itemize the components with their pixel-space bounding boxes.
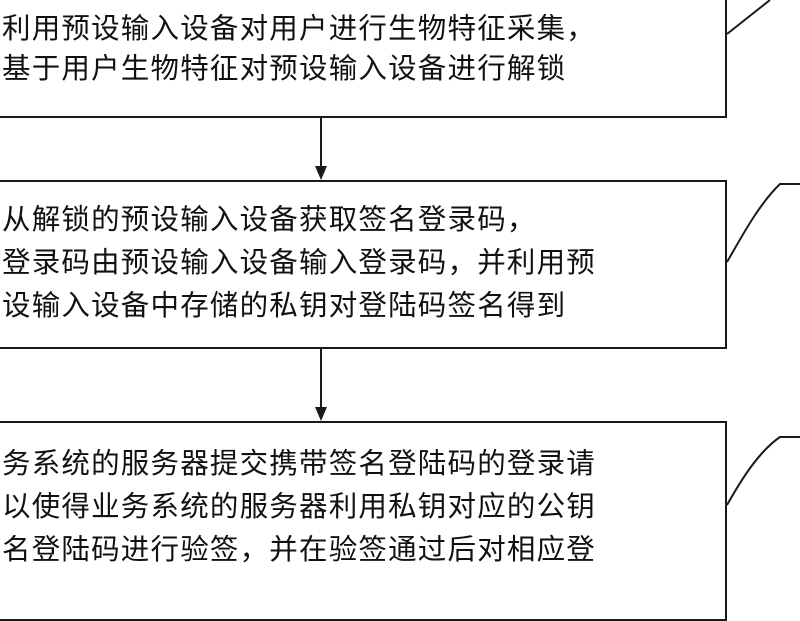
step-2-line-1: 从解锁的预设输入设备获取签名登录码，	[2, 203, 537, 236]
arrow-step-1-to-2	[315, 118, 327, 180]
flow-step-1-box: 利用预设输入设备对用户进行生物特征采集， 基于用户生物特征对预设输入设备进行解锁	[0, 0, 727, 118]
step-2-line-2: 登录码由预设输入设备输入登录码，并利用预	[2, 246, 597, 279]
flow-step-3-box: 务系统的服务器提交携带签名登陆码的登录请 以使得业务系统的服务器利用私钥对应的公…	[0, 421, 727, 621]
step-3-line-1: 务系统的服务器提交携带签名登陆码的登录请	[2, 447, 597, 480]
callout-leader-step-1	[726, 0, 771, 35]
step-2-line-3: 设输入设备中存储的私钥对登陆码签名得到	[2, 289, 567, 322]
step-3-line-2: 以使得业务系统的服务器利用私钥对应的公钥	[2, 490, 597, 523]
step-3-line-3: 名登陆码进行验签，并在验签通过后对相应登	[2, 533, 597, 566]
step-1-line-2: 基于用户生物特征对预设输入设备进行解锁	[2, 52, 567, 85]
arrow-step-2-to-3	[315, 349, 327, 421]
callout-leader-step-3	[726, 436, 800, 506]
step-1-line-1: 利用预设输入设备对用户进行生物特征采集，	[2, 12, 597, 45]
flow-step-2-box: 从解锁的预设输入设备获取签名登录码， 登录码由预设输入设备输入登录码，并利用预 …	[0, 180, 727, 349]
callout-leader-step-2	[726, 183, 800, 263]
